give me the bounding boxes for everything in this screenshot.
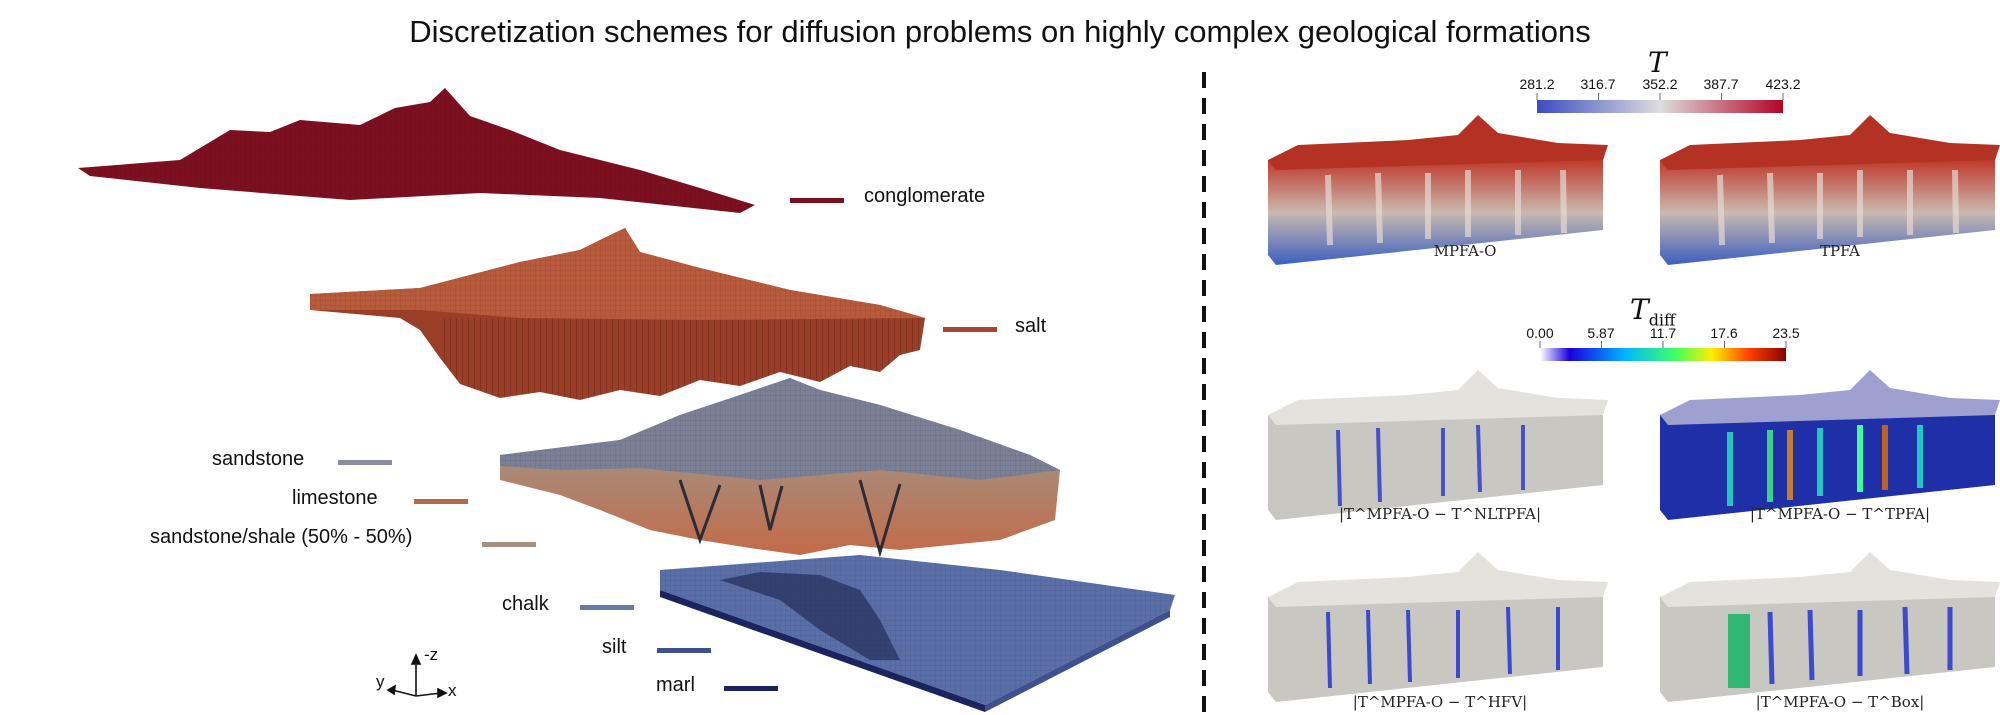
legend-swatch-sandstone-shale [482,542,536,547]
salt-layer [310,228,925,400]
caption-tpfa: TPFA [1819,242,1861,260]
page-title: Discretization schemes for diffusion pro… [409,14,1591,49]
colorbar-Tdiff-symbol: T [1630,293,1649,326]
colorbar-T-tick: 423.2 [1765,76,1801,92]
label-sandstone: sandstone [212,448,305,470]
label-silt: silt [602,636,627,658]
colorbar-T-tick: 352.2 [1642,76,1678,92]
colorbar-T-title: T [1648,46,1667,79]
colorbar-Tdiff [1539,341,1787,361]
label-limestone: limestone [292,487,378,509]
panel-tpfa [1660,115,2000,265]
conglomerate-layer [78,88,755,213]
colorbar-T-tick: 316.7 [1580,76,1616,92]
colorbar-Tdiff-subscript: diff [1648,310,1676,330]
axis-label-x: x [448,681,457,700]
label-chalk: chalk [502,593,549,615]
legend-swatch-salt [943,327,997,332]
legend-swatch-marl [724,686,778,691]
caption-diff-tpfa: |T^MPFA-O − T^TPFA| [1749,505,1931,523]
label-salt: salt [1015,315,1047,337]
colorbar-T-tick: 281.2 [1519,76,1555,92]
legend-swatch-chalk [580,605,634,610]
caption-diff-box: |T^MPFA-O − T^Box| [1755,693,1925,711]
colorbar-T-tick: 387.7 [1703,76,1739,92]
panel-mpfa-o [1268,115,1608,265]
axis-triad [386,653,448,699]
panel-diff-nltpfa [1268,370,1608,520]
caption-mpfa-o: MPFA-O [1433,242,1497,260]
legend-swatch-conglomerate [790,198,844,203]
colorbar-Tdiff-tick: 23.5 [1772,325,1800,341]
legend-swatch-sandstone [338,460,392,465]
caption-diff-nltpfa: |T^MPFA-O − T^NLTPFA| [1338,505,1541,523]
colorbar-T [1536,93,1784,113]
label-sandstone-shale: sandstone/shale (50% - 50%) [150,526,413,548]
colorbar-Tdiff-title: Tdiff [1630,293,1675,330]
colorbar-Tdiff-tick: 11.7 [1649,325,1677,341]
axis-label-y: y [376,672,385,691]
panel-diff-tpfa [1660,370,2000,520]
colorbar-Tdiff-tick: 0.00 [1526,325,1554,341]
legend-swatch-limestone [414,499,468,504]
colorbar-Tdiff-tick: 17.6 [1710,325,1738,341]
sandstone-layer-stack [500,378,1060,558]
chalk-silt-marl-layer [660,555,1175,712]
colorbar-Tdiff-tick: 5.87 [1587,325,1615,341]
panel-diff-hfv [1268,552,1608,702]
axis-label-z: -z [424,645,439,664]
label-marl: marl [656,674,695,696]
label-conglomerate: conglomerate [864,185,986,207]
panel-diff-box [1660,552,2000,702]
legend-swatch-silt [657,648,711,653]
caption-diff-hfv: |T^MPFA-O − T^HFV| [1352,693,1528,711]
